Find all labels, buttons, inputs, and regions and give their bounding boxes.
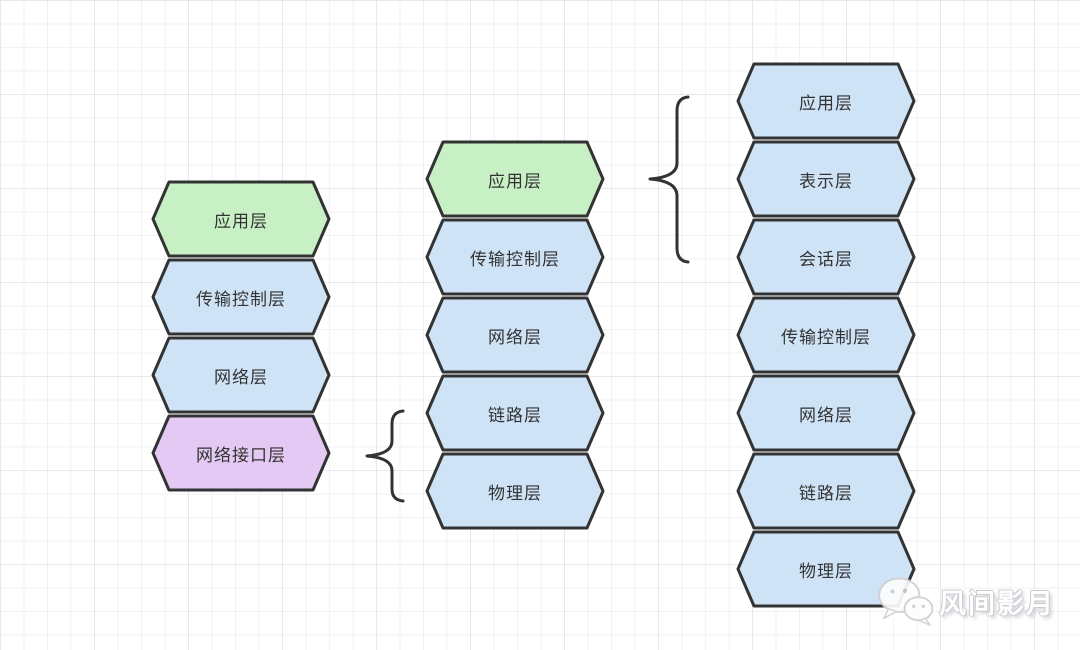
layer-hexagon: 传输控制层 [736, 296, 916, 374]
hexagon-shape [425, 452, 605, 530]
layer-hexagon: 应用层 [736, 62, 916, 140]
brace-left-curly [365, 409, 405, 503]
layer-hexagon: 传输控制层 [425, 218, 605, 296]
layer-hexagon: 网络接口层 [151, 414, 331, 492]
layer-hexagon: 应用层 [425, 140, 605, 218]
layer-label: 物理层 [488, 483, 542, 503]
layer-hexagon: 链路层 [736, 452, 916, 530]
layer-label: 传输控制层 [470, 249, 560, 269]
layer-label: 传输控制层 [196, 289, 286, 309]
layer-hexagon: 表示层 [736, 140, 916, 218]
layer-label: 物理层 [799, 561, 853, 581]
hexagon-shape [736, 62, 916, 140]
layer-label: 网络层 [799, 405, 853, 425]
hexagon-shape [151, 258, 331, 336]
hexagon-shape [425, 140, 605, 218]
layer-label: 应用层 [488, 171, 542, 191]
hexagon-shape [736, 374, 916, 452]
hexagon-shape [736, 530, 916, 608]
layer-label: 链路层 [488, 405, 542, 425]
layer-label: 链路层 [799, 483, 853, 503]
layer-label: 网络层 [488, 327, 542, 347]
hexagon-shape [151, 414, 331, 492]
wechat-logo-icon [878, 577, 934, 626]
hexagon-shape [151, 336, 331, 414]
hexagon-shape [425, 218, 605, 296]
layer-label: 会话层 [799, 249, 853, 269]
watermark-text: 风间影月 [939, 588, 1055, 619]
layer-label: 表示层 [799, 171, 853, 191]
layer-hexagon: 应用层 [151, 180, 331, 258]
layer-hexagon: 物理层 [425, 452, 605, 530]
layer-label: 应用层 [799, 93, 853, 113]
layer-label: 网络接口层 [196, 445, 286, 465]
layer-hexagon: 传输控制层 [151, 258, 331, 336]
brace-right-curly [648, 95, 690, 264]
layer-label: 应用层 [214, 211, 268, 231]
hexagon-shape [425, 296, 605, 374]
layer-label: 网络层 [214, 367, 268, 387]
layer-label: 传输控制层 [781, 327, 871, 347]
hexagon-shape [425, 374, 605, 452]
layer-hexagon: 网络层 [425, 296, 605, 374]
hexagon-shape [736, 218, 916, 296]
hexagon-shape [736, 296, 916, 374]
layer-hexagon: 物理层 [736, 530, 916, 608]
layer-hexagon: 网络层 [736, 374, 916, 452]
layer-hexagon: 会话层 [736, 218, 916, 296]
hexagon-shape [736, 452, 916, 530]
hexagon-shape [151, 180, 331, 258]
hexagon-shape [736, 140, 916, 218]
watermark: 风间影月 [876, 576, 1055, 626]
layer-hexagon: 链路层 [425, 374, 605, 452]
layer-hexagon: 网络层 [151, 336, 331, 414]
